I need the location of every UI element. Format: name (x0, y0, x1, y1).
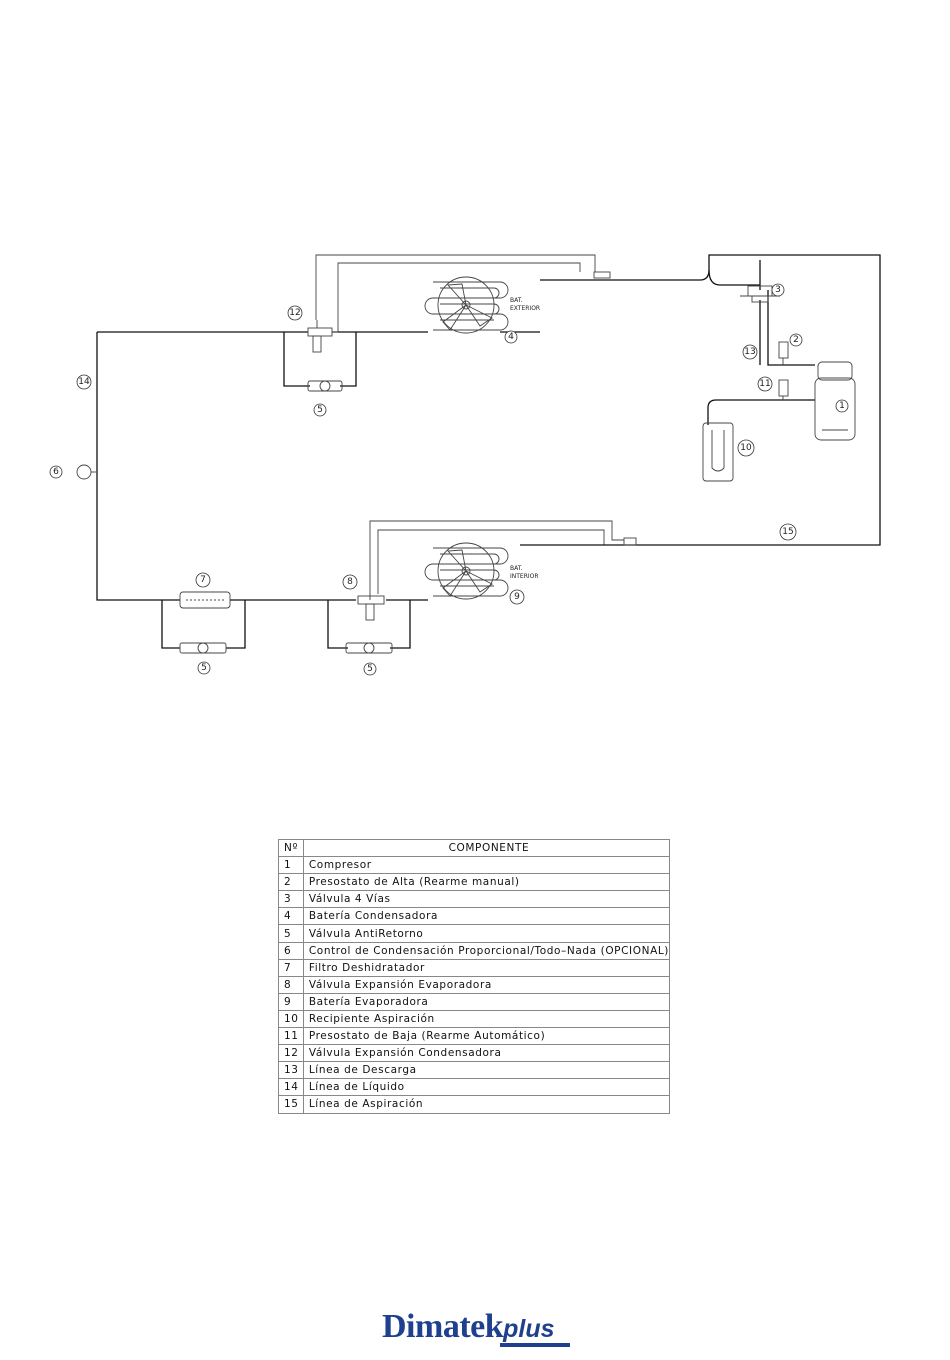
legend-row-component: Presostato de Baja (Rearme Automático) (302, 1027, 671, 1046)
filter-drier (179, 591, 231, 609)
callout-13: 13 (744, 347, 755, 357)
bat-exterior-label-2: EXTERIOR (510, 305, 540, 312)
callout-4: 4 (508, 332, 514, 342)
legend-row-component: Línea de Líquido (302, 1078, 671, 1097)
legend-row-component: Batería Evaporadora (302, 992, 671, 1011)
callout-12: 12 (289, 308, 300, 318)
callout-6: 6 (53, 467, 59, 477)
legend-row-number: 6 (278, 941, 304, 960)
condenser-coil (424, 276, 509, 334)
callout-7: 7 (200, 575, 206, 585)
legend-row-number: 9 (278, 992, 304, 1011)
low-pressure-switch (778, 379, 789, 397)
compressor (814, 361, 856, 441)
callout-1: 1 (839, 401, 845, 411)
callout-9: 9 (514, 592, 520, 602)
logo-word-dimatek: Dimatek (382, 1308, 504, 1345)
legend-row-number: 15 (278, 1095, 304, 1114)
logo-underline (500, 1343, 570, 1347)
legend-header-row: Nº COMPONENTE (278, 838, 671, 858)
logo-word-plus: plus (503, 1315, 555, 1343)
legend-row-component: Línea de Descarga (302, 1061, 671, 1080)
callout-2: 2 (793, 335, 799, 345)
legend-row-component: Válvula Expansión Evaporadora (302, 975, 671, 994)
dimatek-plus-logo: Dimatekplus (382, 1308, 570, 1354)
callouts: 12 4 5 14 6 3 2 13 11 1 10 15 7 8 9 5 5 (49, 283, 849, 676)
expansion-valve-evaporator (357, 595, 385, 621)
legend-row-number: 13 (278, 1061, 304, 1080)
condensation-control (76, 464, 97, 480)
legend-row-component: Válvula 4 Vías (302, 890, 671, 909)
legend-row-number: 2 (278, 873, 304, 892)
callout-15: 15 (782, 527, 793, 537)
legend-row-number: 1 (278, 856, 304, 875)
high-pressure-switch (778, 341, 789, 359)
piping (96, 254, 881, 649)
bat-exterior-label-1: BAT. (510, 297, 523, 304)
legend-row-number: 4 (278, 907, 304, 926)
legend-header-no: Nº (278, 838, 304, 858)
legend-row-number: 14 (278, 1078, 304, 1097)
legend-header-component: COMPONENTE (302, 838, 671, 858)
legend-row-number: 3 (278, 890, 304, 909)
legend-row-component: Batería Condensadora (302, 907, 671, 926)
callout-10: 10 (740, 443, 752, 453)
check-valve-lower-right (345, 642, 393, 654)
bat-interior-label-1: BAT. (510, 565, 523, 572)
callout-14: 14 (78, 377, 90, 387)
suction-accumulator (702, 422, 734, 482)
check-valve-upper (307, 380, 343, 392)
legend-row-component: Filtro Deshidratador (302, 958, 671, 977)
callout-5-lower-left: 5 (201, 663, 207, 673)
refrigeration-circuit-diagram: BAT. EXTERIOR BAT. INTERIOR (49, 254, 881, 676)
legend-row-component: Recipiente Aspiración (302, 1009, 671, 1029)
legend-row-component: Control de Condensación Proporcional/Tod… (302, 941, 671, 960)
legend-row-number: 8 (278, 975, 304, 994)
legend-row-number: 12 (278, 1044, 304, 1063)
legend-row-component: Válvula AntiRetorno (302, 924, 671, 943)
evaporator-coil (424, 542, 509, 600)
legend-row-component: Línea de Aspiración (302, 1095, 671, 1114)
expansion-valve-condenser (307, 320, 333, 353)
callout-3: 3 (775, 285, 781, 295)
legend-row-component: Presostato de Alta (Rearme manual) (302, 873, 671, 892)
legend-row-component: Compresor (302, 856, 671, 875)
legend-row-number: 7 (278, 958, 304, 977)
callout-5-lower-right: 5 (367, 664, 373, 674)
bat-interior-label-2: INTERIOR (510, 573, 539, 580)
legend-row-number: 5 (278, 924, 304, 943)
callout-5-upper: 5 (317, 405, 323, 415)
legend-row-component: Válvula Expansión Condensadora (302, 1044, 671, 1063)
legend-row-number: 11 (278, 1027, 304, 1046)
callout-11: 11 (759, 379, 770, 389)
callout-8: 8 (347, 577, 353, 587)
check-valve-lower-left (179, 642, 227, 654)
legend-row-number: 10 (278, 1009, 304, 1029)
